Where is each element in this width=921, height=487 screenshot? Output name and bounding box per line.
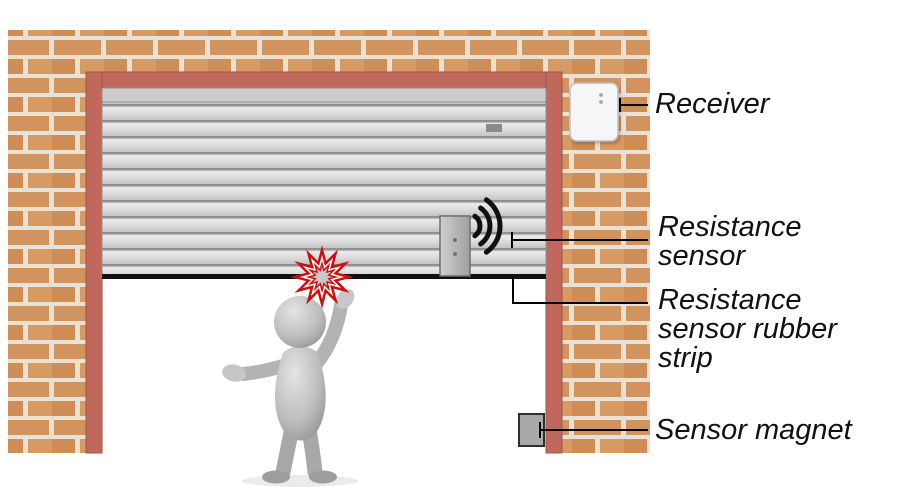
rubber-strip-label: Resistance sensor rubber strip xyxy=(658,286,837,373)
person-head xyxy=(274,296,326,348)
door-frame-top xyxy=(85,71,563,89)
person-foot xyxy=(262,470,290,484)
resistance-sensor-device xyxy=(439,215,471,277)
receiver-body xyxy=(569,82,619,142)
receiver-label: Receiver xyxy=(655,88,770,120)
receiver-led xyxy=(599,100,603,104)
receiver-led xyxy=(599,93,603,97)
person-shadow xyxy=(242,475,358,487)
resistance-sensor-label-line1: Resistance xyxy=(658,211,802,243)
receiver-device xyxy=(569,82,619,142)
receiver-callout-line xyxy=(619,98,648,112)
impact-starburst-icon xyxy=(290,245,354,309)
rubber-strip-label-line2: sensor rubber xyxy=(658,313,837,345)
person-hand xyxy=(222,364,246,382)
resistance-sensor-callout-line xyxy=(511,232,648,248)
rubber-strip-callout-line xyxy=(512,277,648,304)
person-torso xyxy=(274,346,326,441)
roller-door xyxy=(101,87,547,279)
brick-wall-top xyxy=(8,30,650,76)
sensor-magnet-callout-line xyxy=(539,422,648,438)
person-figure xyxy=(222,289,358,487)
brick-wall-left xyxy=(8,30,88,453)
door-frame-right xyxy=(545,71,563,454)
roller-door-slats xyxy=(101,87,547,279)
rubber-strip-label-line3: strip xyxy=(658,342,713,374)
rubber-strip-label-line1: Resistance xyxy=(658,284,802,316)
door-top-rail xyxy=(101,87,547,103)
person-hand xyxy=(335,289,355,309)
person-foot xyxy=(309,470,337,484)
wireless-signal-icon xyxy=(472,197,503,255)
resistance-sensor-label-line2: sensor xyxy=(658,240,746,272)
starburst-inner xyxy=(305,260,339,294)
door-frame-left xyxy=(85,71,103,454)
sensor-dot xyxy=(453,238,457,242)
callout-lines xyxy=(511,98,648,438)
door-frame xyxy=(85,71,563,454)
door-brand-mark xyxy=(486,124,502,132)
resistance-sensor-body xyxy=(439,215,471,277)
sensor-magnet-label: Sensor magnet xyxy=(655,414,852,446)
sensor-dot xyxy=(453,252,457,256)
resistance-sensor-label: Resistance sensor xyxy=(658,213,801,271)
